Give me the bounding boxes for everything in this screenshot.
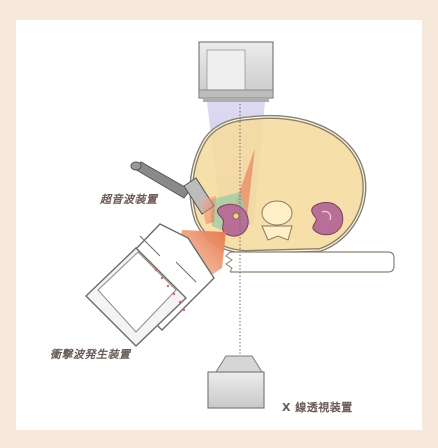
xray-tube-bottom — [207, 355, 265, 409]
shockwave-generator-label: 衝撃波発生装置 — [50, 348, 131, 361]
ultrasound-probe — [130, 161, 216, 224]
ultrasound-device-label: 超音波装置 — [100, 193, 158, 206]
xray-device-label: X 線透視装置 — [282, 401, 353, 414]
right-kidney — [311, 202, 344, 236]
shockwave-generator — [84, 223, 226, 347]
examination-table — [225, 251, 395, 273]
vertebra — [261, 200, 293, 241]
xray-receiver-top — [198, 41, 274, 102]
